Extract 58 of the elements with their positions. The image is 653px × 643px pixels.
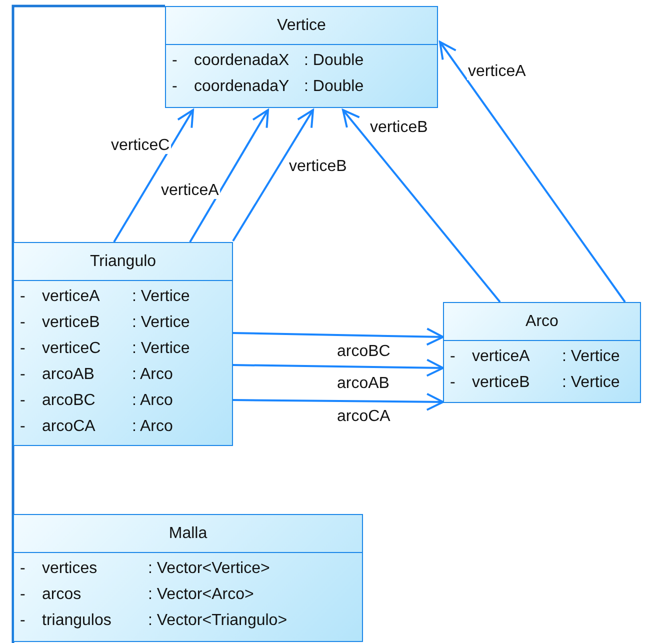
visibility-marker: - — [450, 373, 456, 393]
edge-label: verticeA — [467, 63, 527, 80]
association-arrow — [233, 392, 444, 411]
attribute-name: arcoAB — [42, 365, 96, 385]
association-arrow — [439, 41, 626, 303]
class-name: Malla — [168, 525, 208, 542]
visibility-marker: - — [172, 51, 178, 71]
visibility-marker: - — [20, 611, 26, 631]
visibility-marker: - — [450, 347, 456, 367]
attribute-name: arcoCA — [42, 417, 96, 437]
visibility-marker: - — [20, 313, 26, 333]
association-arrow — [232, 328, 444, 346]
association-arrow — [189, 109, 269, 242]
visibility-marker: - — [20, 391, 26, 411]
attribute-name: arcoBC — [42, 391, 96, 411]
attribute-type: : Vertice — [562, 373, 621, 393]
attribute-type: : Vector<Vertice> — [148, 559, 271, 579]
visibility-marker: - — [20, 339, 26, 359]
attribute-name: verticeA — [472, 347, 531, 367]
association-arrow — [232, 109, 314, 242]
attribute-name: coordenadaY — [194, 77, 290, 97]
visibility-marker: - — [20, 559, 26, 579]
attribute-name: coordenadaX — [194, 51, 290, 71]
class-name: Arco — [526, 313, 558, 330]
visibility-marker: - — [20, 365, 26, 385]
visibility-marker: - — [20, 585, 26, 605]
attribute-type: : Vertice — [132, 339, 191, 359]
attribute-type: : Arco — [132, 391, 174, 411]
attribute-type: : Arco — [132, 365, 174, 385]
attribute-name: arcos — [42, 585, 82, 605]
visibility-marker: - — [20, 417, 26, 437]
class-box — [13, 242, 233, 446]
edge-label: verticeC — [110, 137, 171, 154]
attribute-type: : Double — [304, 77, 365, 97]
attribute-name: vertices — [42, 559, 98, 579]
attribute-type: : Vector<Triangulo> — [148, 611, 288, 631]
visibility-marker: - — [172, 77, 178, 97]
class-box — [443, 302, 641, 403]
attribute-name: verticeA — [42, 287, 101, 307]
visibility-marker: - — [20, 287, 26, 307]
attribute-name: verticeC — [42, 339, 102, 359]
association-arrow — [113, 109, 194, 243]
class-name: Vertice — [277, 17, 326, 34]
class-box — [165, 6, 438, 108]
attribute-type: : Vertice — [562, 347, 621, 367]
association-arrow — [232, 358, 444, 377]
edge-label: verticeA — [160, 182, 220, 199]
attribute-type: : Double — [304, 51, 365, 71]
class-name: Triangulo — [90, 253, 156, 270]
attribute-name: verticeB — [472, 373, 531, 393]
attribute-type: : Vertice — [132, 287, 191, 307]
class-box — [13, 514, 363, 642]
attribute-name: triangulos — [42, 611, 112, 631]
attribute-type: : Arco — [132, 417, 174, 437]
attribute-type: : Vector<Arco> — [148, 585, 255, 605]
attribute-name: verticeB — [42, 313, 101, 333]
association-arrow — [342, 109, 501, 303]
attribute-type: : Vertice — [132, 313, 191, 333]
